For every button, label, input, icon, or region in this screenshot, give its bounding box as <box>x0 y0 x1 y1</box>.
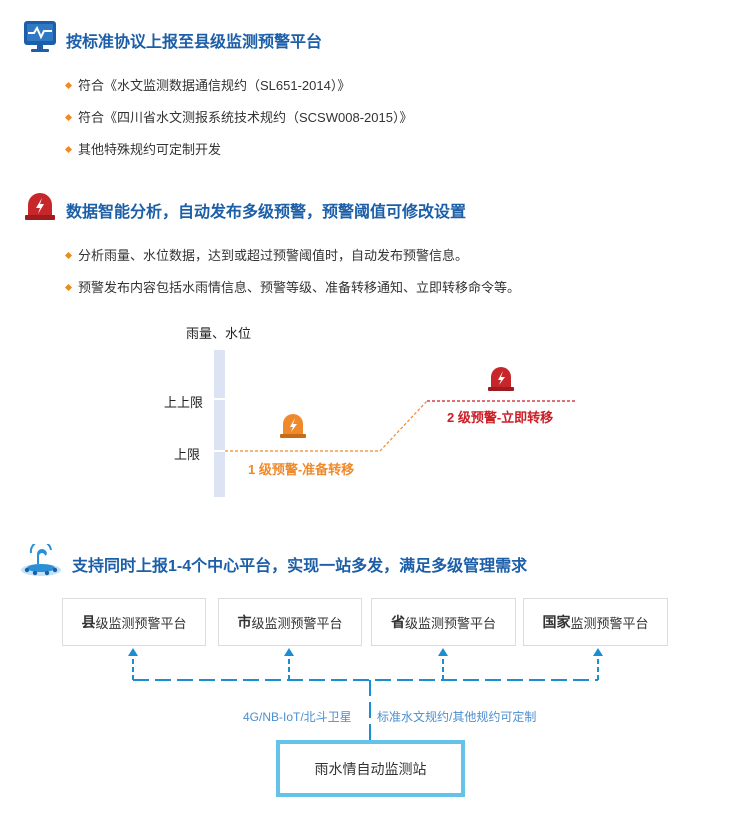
section3-title: 支持同时上报1-4个中心平台，实现一站多发，满足多级管理需求 <box>72 558 528 575</box>
chart-upper-limit: 上限 <box>174 447 201 462</box>
multi-center-cloud-icon <box>19 540 63 583</box>
arrow-head-province <box>438 648 448 656</box>
alarm-light-icon <box>23 190 57 227</box>
bullet-diamond-icon <box>64 146 73 154</box>
section1-bullet: 符合《四川省水文测报系统技术规约（SCSW008-2015）》 <box>64 107 412 126</box>
channel-label-protocol: 标准水文规约/其他规约可定制 <box>377 710 537 724</box>
bullet-diamond-icon <box>64 82 73 90</box>
bullet-diamond-icon <box>64 114 73 122</box>
platform-box-province: 省级监测预警平台 <box>371 598 516 646</box>
level1-alarm-icon <box>280 414 306 438</box>
platform-box-national: 国家监测预警平台 <box>523 598 668 646</box>
bullet-diamond-icon <box>64 252 73 260</box>
monitoring-station-box: 雨水情自动监测站 <box>276 740 465 797</box>
monitor-network-icon <box>23 19 57 58</box>
section2-title: 数据智能分析，自动发布多级预警，预警阈值可修改设置 <box>66 204 467 221</box>
level2-alarm-icon <box>488 367 514 391</box>
bullet-diamond-icon <box>64 284 73 292</box>
section1-title: 按标准协议上报至县级监测预警平台 <box>66 34 323 51</box>
section1-bullet: 符合《水文监测数据通信规约（SL651-2014）》 <box>64 75 350 94</box>
arrow-head-county <box>128 648 138 656</box>
chart-axis-bar <box>214 350 225 497</box>
chart-upper-upper-limit: 上上限 <box>164 395 204 410</box>
arrow-head-national <box>593 648 603 656</box>
platform-box-county: 县级监测预警平台 <box>62 598 206 646</box>
section2-bullet: 预警发布内容包括水雨情信息、预警等级、准备转移通知、立即转移命令等。 <box>64 277 520 296</box>
platform-box-city: 市级监测预警平台 <box>218 598 362 646</box>
channel-label-communication: 4G/NB-IoT/北斗卫星 <box>243 710 352 724</box>
chart-axis-title: 雨量、水位 <box>186 326 252 341</box>
level2-warning-label: 2 级预警-立即转移 <box>447 410 554 425</box>
arrow-head-city <box>284 648 294 656</box>
section2-bullet: 分析雨量、水位数据，达到或超过预警阈值时，自动发布预警信息。 <box>64 245 468 264</box>
level1-warning-label: 1 级预警-准备转移 <box>248 462 355 477</box>
section1-bullet: 其他特殊规约可定制开发 <box>64 139 221 158</box>
level1-threshold-line <box>225 400 428 452</box>
